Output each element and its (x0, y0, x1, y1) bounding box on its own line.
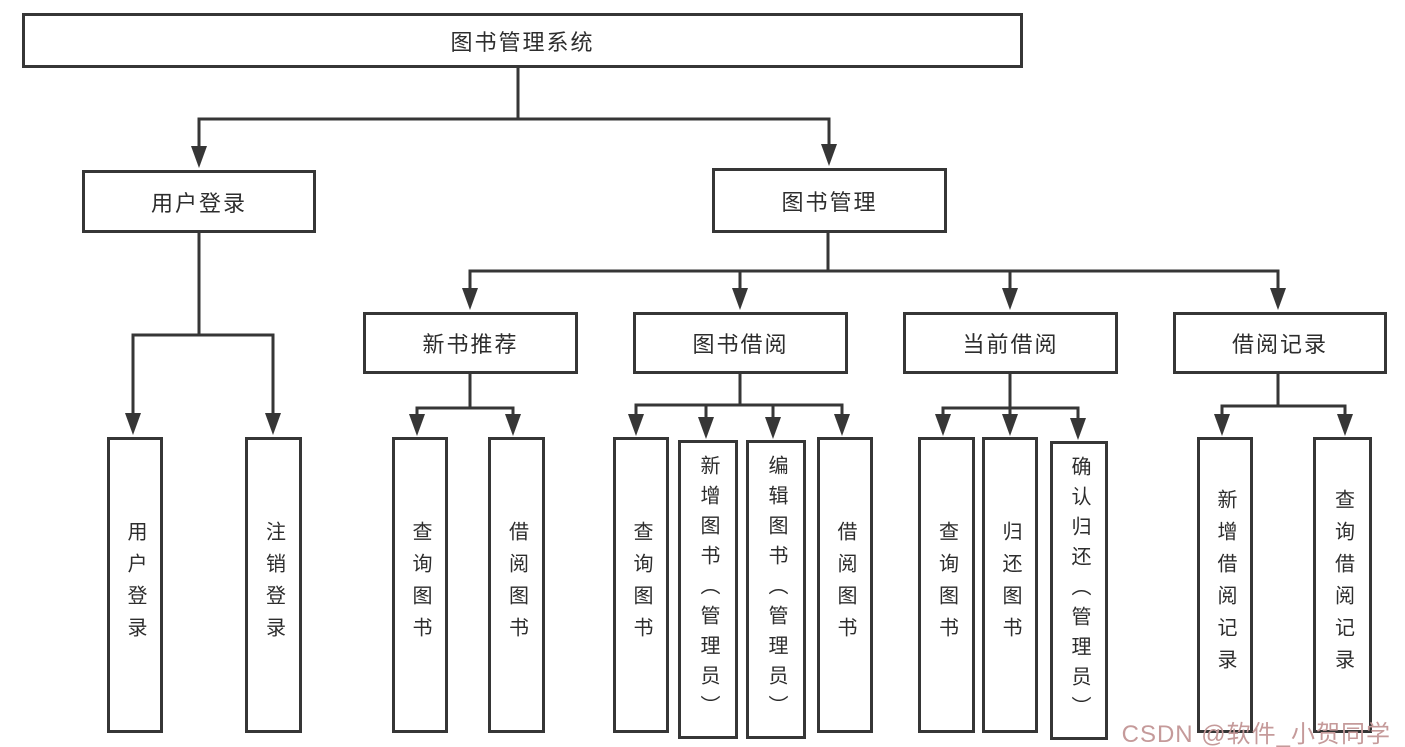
leaf-label: 借阅图书 (505, 521, 528, 649)
leaf-bb-add-book-admin: 新增图书（管理员） (678, 440, 738, 739)
leaf-label: 新增借阅记录 (1214, 489, 1236, 681)
leaf-label: 注销登录 (262, 521, 285, 649)
leaf-nr-query-book: 查询图书 (392, 437, 448, 733)
node-label: 图书借阅 (692, 332, 789, 357)
connector-new-book (415, 374, 515, 414)
node-current-borrow: 当前借阅 (903, 312, 1118, 374)
leaf-cb-confirm-return-admin: 确认归还（管理员） (1050, 441, 1108, 740)
connector-book-borrow (634, 374, 844, 417)
leaf-br-add-record: 新增借阅记录 (1197, 437, 1253, 733)
node-new-book-recommend: 新书推荐 (363, 312, 578, 374)
leaf-label: 查询借阅记录 (1331, 489, 1354, 681)
leaf-label: 归还图书 (999, 521, 1021, 649)
leaf-cb-return-book: 归还图书 (982, 437, 1038, 733)
node-label: 当前借阅 (962, 332, 1059, 357)
leaf-user-login: 用户登录 (107, 437, 163, 733)
connector-borrow-record (1220, 374, 1347, 414)
leaf-nr-borrow-book: 借阅图书 (488, 437, 545, 733)
node-label: 用户登录 (150, 190, 247, 216)
connector-root (197, 68, 831, 146)
leaf-label: 查询图书 (935, 521, 958, 649)
connector-user-login (131, 233, 275, 413)
node-user-login: 用户登录 (82, 170, 316, 233)
leaf-label: 查询图书 (630, 521, 652, 649)
node-label: 借阅记录 (1231, 332, 1328, 357)
leaf-bb-query-book: 查询图书 (613, 437, 669, 733)
leaf-label: 编辑图书（管理员） (765, 454, 787, 725)
leaf-br-query-record: 查询借阅记录 (1313, 437, 1372, 733)
node-root: 图书管理系统 (22, 13, 1023, 68)
node-book-borrow: 图书借阅 (633, 312, 848, 374)
leaf-label: 查询图书 (409, 521, 431, 649)
node-borrow-record: 借阅记录 (1173, 312, 1387, 374)
leaf-label: 用户登录 (124, 521, 146, 649)
leaf-logout: 注销登录 (245, 437, 302, 733)
node-label: 新书推荐 (422, 332, 519, 357)
node-book-mgmt: 图书管理 (712, 168, 947, 233)
connector-book-mgmt (468, 233, 1280, 288)
leaf-label: 借阅图书 (834, 521, 856, 649)
csdn-watermark: CSDN @软件_小贺同学 (1121, 721, 1391, 747)
node-label: 图书管理 (781, 189, 878, 215)
leaf-cb-query-book: 查询图书 (918, 437, 975, 733)
leaf-bb-borrow-book: 借阅图书 (817, 437, 873, 733)
connector-current-borrow (941, 374, 1080, 418)
leaf-bb-edit-book-admin: 编辑图书（管理员） (746, 440, 806, 739)
leaf-label: 确认归还（管理员） (1068, 455, 1090, 726)
leaf-label: 新增图书（管理员） (697, 454, 719, 725)
node-label: 图书管理系统 (450, 29, 595, 55)
